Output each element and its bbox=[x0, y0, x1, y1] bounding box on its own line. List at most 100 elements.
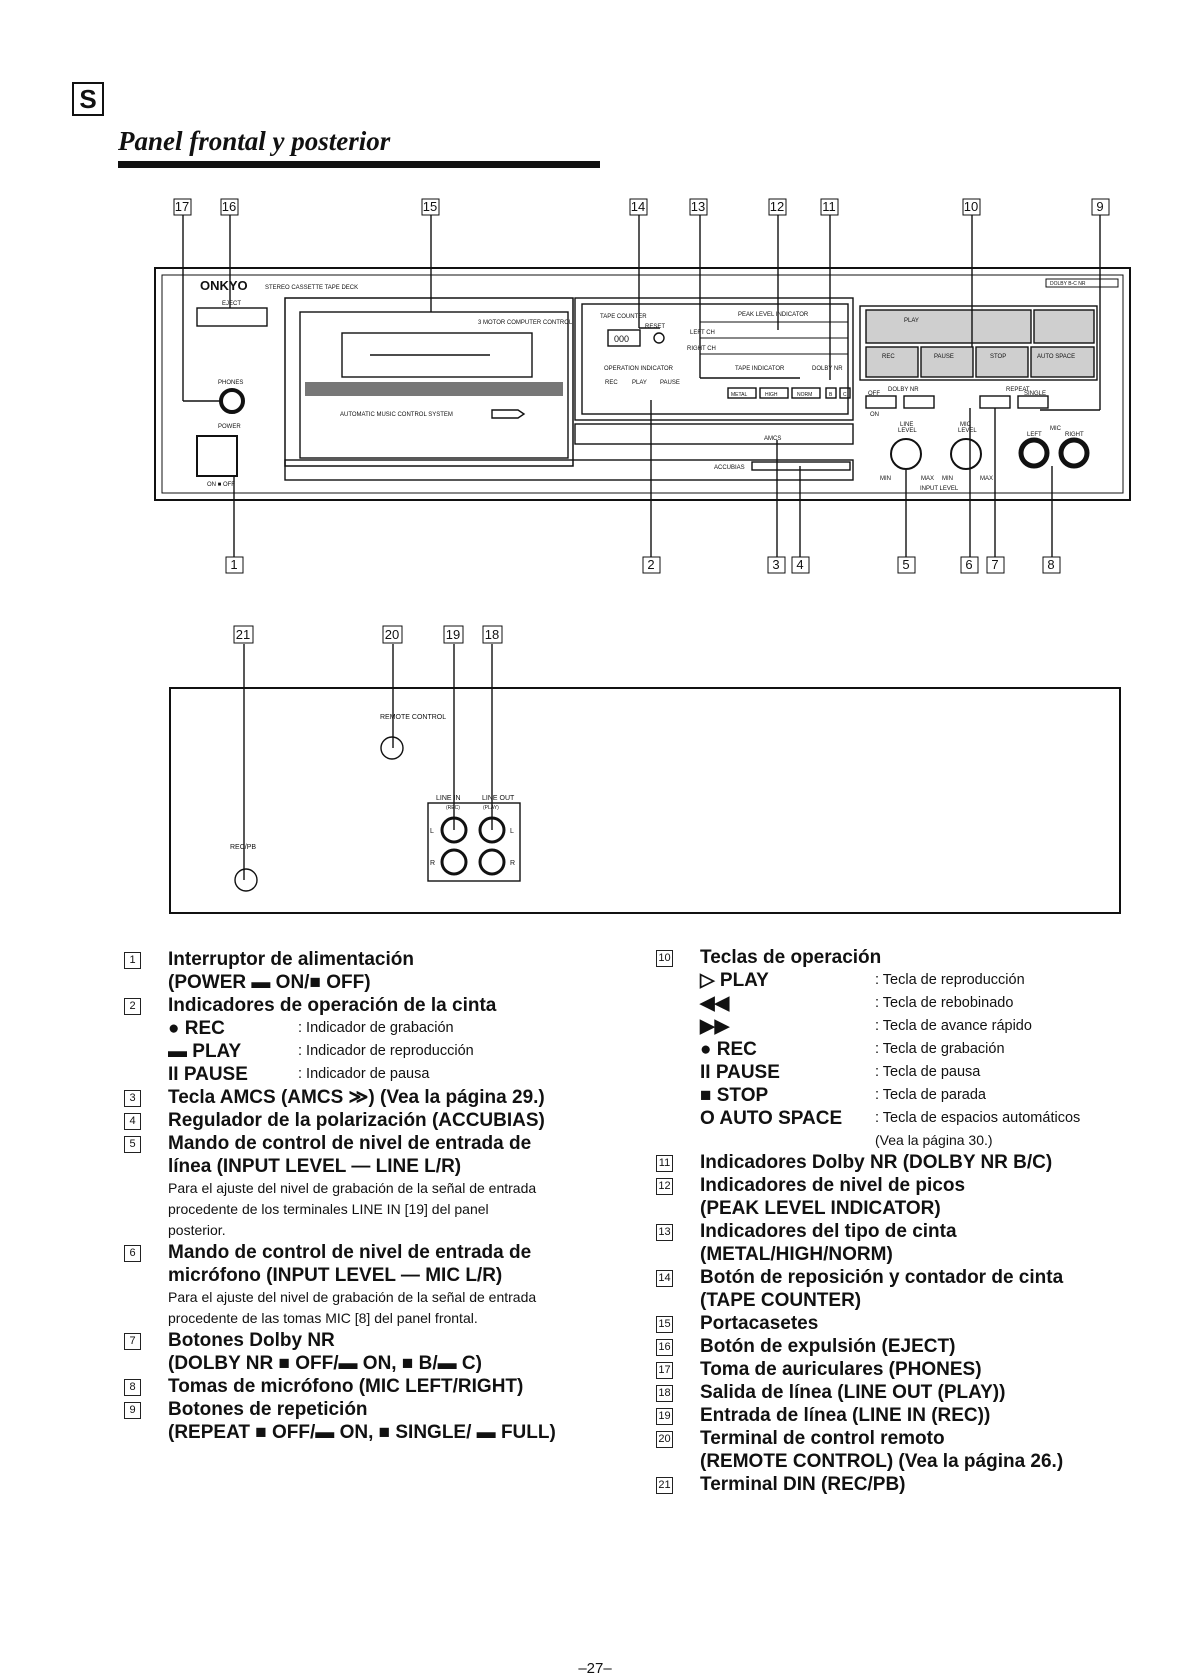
item-row: II PAUSE: Tecla de pausa bbox=[700, 1061, 1180, 1084]
item-row: ▷ PLAY: Tecla de reproducción bbox=[700, 969, 1180, 992]
svg-text:STEREO CASSETTE TAPE DECK: STEREO CASSETTE TAPE DECK bbox=[265, 285, 358, 291]
svg-text:MIC: MIC bbox=[1050, 426, 1062, 432]
item-title: Terminal DIN (REC/PB) bbox=[700, 1474, 906, 1495]
svg-text:MIN: MIN bbox=[880, 476, 891, 482]
row-value: : Tecla de avance rápido bbox=[875, 1018, 1032, 1034]
item-note: Para el ajuste del nivel de grabación de… bbox=[168, 1289, 537, 1305]
svg-text:POWER: POWER bbox=[218, 424, 241, 430]
svg-text:20: 20 bbox=[385, 627, 399, 642]
item-title: Portacasetes bbox=[700, 1313, 819, 1334]
item-number: 13 bbox=[656, 1224, 673, 1241]
page-title: Panel frontal y posterior bbox=[118, 126, 391, 156]
callout-20: 20 bbox=[382, 625, 403, 644]
callout-14: 14 bbox=[629, 198, 648, 216]
svg-text:STOP: STOP bbox=[990, 354, 1006, 360]
svg-text:3 MOTOR COMPUTER CONTROL: 3 MOTOR COMPUTER CONTROL bbox=[478, 320, 573, 326]
item-title: Botones de repetición bbox=[168, 1399, 368, 1420]
svg-text:AMCS: AMCS bbox=[764, 436, 781, 442]
item-number: 16 bbox=[656, 1339, 673, 1356]
item-title-cont: (PEAK LEVEL INDICATOR) bbox=[700, 1198, 941, 1219]
item-note: procedente de los terminales LINE IN [19… bbox=[168, 1201, 489, 1217]
svg-text:11: 11 bbox=[822, 199, 836, 214]
svg-text:ACCUBIAS: ACCUBIAS bbox=[714, 465, 745, 471]
svg-text:12: 12 bbox=[770, 199, 784, 214]
item-number: 7 bbox=[124, 1333, 141, 1350]
item-number: 11 bbox=[656, 1155, 673, 1172]
svg-text:000: 000 bbox=[614, 334, 629, 344]
item-row: ▬ PLAY: Indicador de reproducción bbox=[168, 1040, 628, 1063]
description-item: 16 Botón de expulsión (EJECT) bbox=[656, 1335, 1180, 1358]
front-panel-outline bbox=[154, 267, 1131, 501]
row-value: : Tecla de grabación bbox=[875, 1041, 1005, 1057]
item-title: Indicadores de operación de la cinta bbox=[168, 995, 497, 1016]
item-number: 14 bbox=[656, 1270, 673, 1287]
item-title: Salida de línea (LINE OUT (PLAY)) bbox=[700, 1382, 1006, 1403]
mic-level-knob bbox=[950, 438, 982, 470]
item-title: Tomas de micrófono (MIC LEFT/RIGHT) bbox=[168, 1376, 524, 1397]
phones-jack bbox=[219, 388, 245, 414]
panel-diagram: 17 16 15 14 13 12 11 10 9 1 2 3 4 5 6 7 … bbox=[154, 198, 1131, 914]
item-title-cont: (REMOTE CONTROL) (Vea la página 26.) bbox=[700, 1451, 1064, 1472]
line-level-knob bbox=[890, 438, 922, 470]
item-row: O AUTO SPACE: Tecla de espacios automáti… bbox=[700, 1107, 1180, 1130]
svg-text:R: R bbox=[430, 860, 435, 867]
item-number: 12 bbox=[656, 1178, 673, 1195]
svg-text:6: 6 bbox=[965, 557, 972, 572]
svg-text:4: 4 bbox=[796, 557, 803, 572]
svg-text:OFF: OFF bbox=[868, 391, 880, 397]
item-number: 18 bbox=[656, 1385, 673, 1402]
item-number: 20 bbox=[656, 1431, 673, 1448]
page-number: –27– bbox=[578, 1660, 612, 1677]
item-number: 3 bbox=[124, 1090, 141, 1107]
svg-text:TAPE INDICATOR: TAPE INDICATOR bbox=[735, 366, 785, 372]
item-number: 1 bbox=[124, 952, 141, 969]
svg-text:HIGH: HIGH bbox=[765, 392, 778, 398]
rear-panel-outline bbox=[169, 687, 1121, 914]
callout-5: 5 bbox=[897, 556, 916, 574]
callout-4: 4 bbox=[791, 556, 810, 574]
svg-text:B: B bbox=[829, 392, 833, 398]
svg-text:9: 9 bbox=[1096, 199, 1103, 214]
mic-left-jack bbox=[1018, 437, 1050, 469]
callout-12: 12 bbox=[768, 198, 787, 216]
svg-text:DOLBY B-C NR: DOLBY B-C NR bbox=[1050, 281, 1086, 287]
item-title-cont: (POWER ▬ ON/■ OFF) bbox=[168, 972, 371, 993]
svg-text:REPEAT: REPEAT bbox=[1006, 387, 1030, 393]
item-number: 5 bbox=[124, 1136, 141, 1153]
svg-text:PAUSE: PAUSE bbox=[934, 354, 954, 360]
row-key: ■ STOP bbox=[700, 1085, 769, 1106]
callout-18: 18 bbox=[482, 625, 503, 644]
item-title: Entrada de línea (LINE IN (REC)) bbox=[700, 1405, 991, 1426]
svg-text:L: L bbox=[510, 828, 514, 835]
svg-text:NORM: NORM bbox=[797, 392, 812, 398]
row-key: II PAUSE bbox=[168, 1064, 248, 1085]
row-value: : Tecla de espacios automáticos bbox=[875, 1110, 1081, 1126]
counter-reset bbox=[653, 332, 665, 344]
power-button bbox=[196, 435, 238, 477]
item-row: ■ STOP: Tecla de parada bbox=[700, 1084, 1180, 1107]
display-window bbox=[574, 297, 854, 421]
svg-text:14: 14 bbox=[631, 199, 645, 214]
remote-control-jack bbox=[380, 736, 404, 760]
row-value: : Tecla de rebobinado bbox=[875, 995, 1014, 1011]
item-title: Botón de expulsión (EJECT) bbox=[700, 1336, 956, 1357]
svg-text:LEVEL: LEVEL bbox=[898, 428, 917, 434]
callout-19: 19 bbox=[443, 625, 464, 644]
item-note: (Vea la página 30.) bbox=[875, 1132, 993, 1148]
item-title: Teclas de operación bbox=[700, 947, 882, 968]
svg-text:LEFT CH: LEFT CH bbox=[690, 330, 715, 336]
eject-button bbox=[196, 307, 268, 327]
svg-text:LINE OUT: LINE OUT bbox=[482, 795, 515, 802]
item-number: 15 bbox=[656, 1316, 673, 1333]
svg-text:REC/PB: REC/PB bbox=[230, 844, 256, 851]
